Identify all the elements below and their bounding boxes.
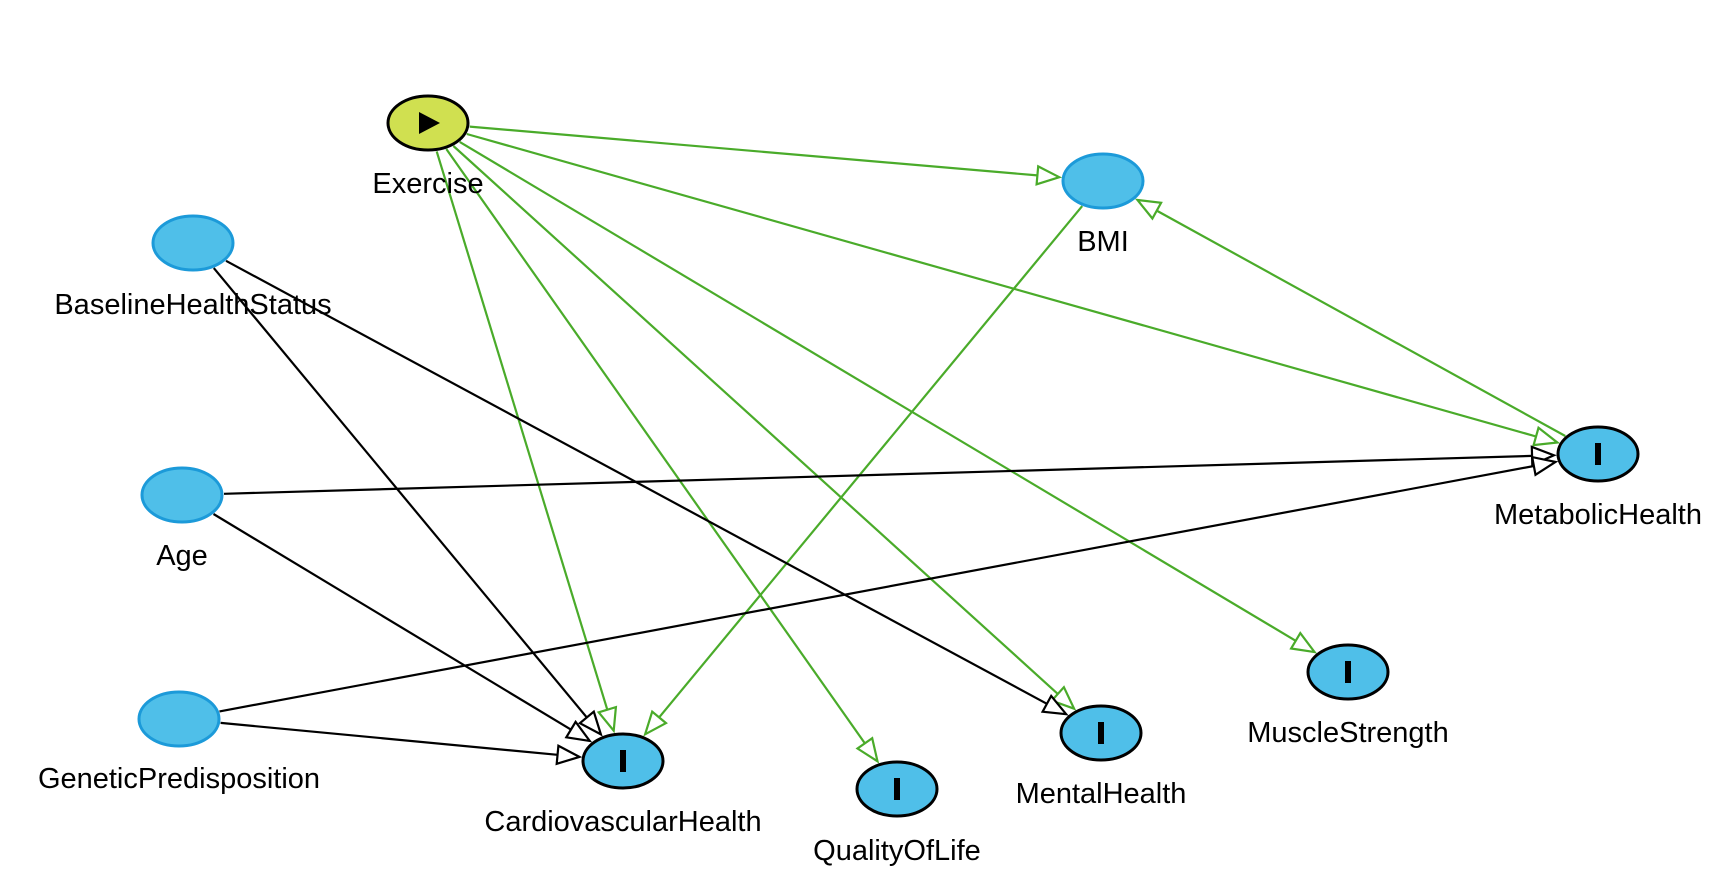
arrowhead (1134, 198, 1163, 221)
node-BaselineHealthStatus[interactable]: BaselineHealthStatus (54, 214, 332, 321)
node-label: MentalHealth (1016, 778, 1187, 810)
edge-MetabolicHealth-to-BMI (1134, 198, 1566, 437)
node-label: Age (156, 540, 208, 572)
node-MuscleStrength[interactable]: MuscleStrength (1247, 643, 1449, 749)
node-ellipse[interactable] (151, 214, 235, 272)
edge-BaselineHealthStatus-to-CardiovascularHealth (212, 267, 603, 737)
node-QualityOfLife[interactable]: QualityOfLife (813, 760, 981, 867)
edge-GeneticPredisposition-to-CardiovascularHealth (220, 721, 583, 766)
outcome-bar-icon (1345, 661, 1351, 683)
edge-line (469, 125, 1038, 177)
edge-line (220, 721, 558, 756)
node-label: QualityOfLife (813, 835, 981, 867)
node-label: BMI (1077, 226, 1129, 258)
edge-Exercise-to-MentalHealth (452, 145, 1077, 711)
edge-Exercise-to-CardiovascularHealth (435, 151, 618, 734)
node-MetabolicHealth[interactable]: MetabolicHealth (1494, 425, 1702, 531)
arrowhead (564, 719, 593, 743)
node-label: GeneticPredisposition (38, 763, 320, 795)
edge-line (219, 464, 1535, 713)
node-MentalHealth[interactable]: MentalHealth (1016, 704, 1187, 810)
node-Exercise[interactable]: Exercise (372, 94, 484, 200)
edge-Exercise-to-MuscleStrength (459, 140, 1318, 654)
edge-Age-to-CardiovascularHealth (212, 513, 593, 743)
arrowhead (1532, 425, 1561, 447)
arrowhead (855, 736, 880, 764)
edges-layer (212, 125, 1566, 766)
arrowhead (1289, 631, 1318, 654)
edge-BMI-to-CardiovascularHealth (643, 205, 1084, 737)
arrowhead (555, 744, 583, 766)
edge-Exercise-to-MetabolicHealth (466, 132, 1561, 447)
edge-line (435, 151, 609, 711)
edge-line (658, 205, 1084, 719)
edge-line (1156, 209, 1566, 437)
edge-line (212, 267, 588, 719)
arrowhead (1530, 455, 1559, 477)
outcome-bar-icon (620, 750, 626, 772)
edge-Exercise-to-QualityOfLife (445, 148, 880, 764)
node-label: MetabolicHealth (1494, 499, 1702, 531)
outcome-bar-icon (894, 778, 900, 800)
arrowhead (1040, 693, 1069, 716)
edge-line (459, 140, 1297, 642)
arrowhead (1049, 685, 1077, 711)
node-Age[interactable]: Age (140, 466, 224, 572)
edge-line (212, 513, 572, 731)
node-CardiovascularHealth[interactable]: CardiovascularHealth (484, 732, 762, 838)
edge-line (466, 132, 1537, 438)
node-ellipse[interactable] (1061, 152, 1145, 210)
node-ellipse[interactable] (137, 690, 221, 748)
node-label: MuscleStrength (1247, 717, 1449, 749)
outcome-bar-icon (1595, 443, 1601, 465)
node-BMI[interactable]: BMI (1061, 152, 1145, 258)
edge-Age-to-MetabolicHealth (223, 445, 1557, 495)
edge-GeneticPredisposition-to-MetabolicHealth (219, 455, 1559, 713)
play-icon (419, 112, 440, 134)
node-label: Exercise (372, 168, 483, 200)
arrowhead (643, 709, 668, 737)
edge-line (445, 148, 866, 745)
edge-line (452, 145, 1059, 695)
node-GeneticPredisposition[interactable]: GeneticPredisposition (38, 690, 320, 795)
edge-BaselineHealthStatus-to-MentalHealth (225, 259, 1069, 716)
arrowhead (1035, 164, 1063, 186)
node-ellipse[interactable] (140, 466, 224, 524)
arrowhead (596, 705, 618, 734)
outcome-bar-icon (1098, 722, 1104, 744)
edge-line (223, 454, 1533, 495)
node-label: BaselineHealthStatus (54, 289, 331, 321)
node-label: CardiovascularHealth (484, 806, 761, 838)
arrowhead (577, 709, 603, 737)
edge-Exercise-to-BMI (469, 125, 1063, 186)
